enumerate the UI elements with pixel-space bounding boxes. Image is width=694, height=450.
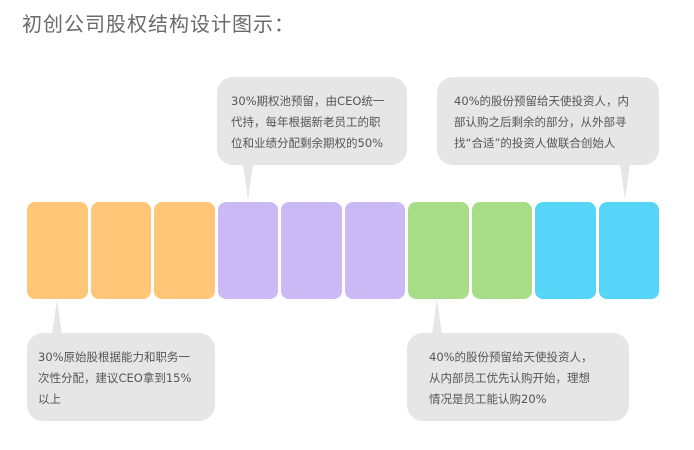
equity-block-orange [90,202,151,299]
note-line: 位和业绩分配剩余期权的50% [231,136,384,150]
note-angel-external: 40%的股份预留给天使投资人，内 部认购之后剩余的部分，从外部寻 找“合适”的投… [437,77,659,165]
equity-block-green [471,202,532,299]
note-option-pool: 30%期权池预留，由CEO统一 代持，每年根据新老员工的职 位和业绩分配剩余期权… [217,77,407,165]
note-angel-internal: 40%的股份预留给天使投资人， 从内部员工优先认购开始，理想 情况是员工能认购2… [407,333,629,421]
equity-block-purple [281,202,342,299]
bubble-tail [432,299,442,335]
bubble-tail [620,164,630,200]
bubble-tail [243,164,253,200]
note-founders: 30%原始股根据能力和职务一 次性分配，建议CEO拿到15% 以上 [27,333,215,421]
note-line: 情况是员工能认购20% [429,392,547,406]
note-line: 次性分配，建议CEO拿到15% [38,371,192,385]
equity-block-purple [217,202,278,299]
equity-block-blue [598,202,659,299]
equity-block-purple [344,202,405,299]
equity-block-green [408,202,469,299]
equity-block-orange [154,202,215,299]
equity-block-orange [27,202,88,299]
note-line: 40%的股份预留给天使投资人， [429,350,593,364]
note-line: 代持，每年根据新老员工的职 [231,115,381,129]
equity-bar [27,202,659,299]
page-title: 初创公司股权结构设计图示： [22,12,295,36]
note-line: 部认购之后剩余的部分，从外部寻 [454,115,627,129]
note-line: 40%的股份预留给天使投资人，内 [454,94,630,108]
note-line: 30%原始股根据能力和职务一 [38,350,191,364]
note-line: 以上 [38,392,61,406]
equity-block-blue [535,202,596,299]
bubble-tail [52,299,62,335]
note-line: 从内部员工优先认购开始，理想 [429,371,590,385]
note-line: 30%期权池预留，由CEO统一 [231,94,385,108]
note-line: 找“合适”的投资人做联合创始人 [454,136,616,150]
